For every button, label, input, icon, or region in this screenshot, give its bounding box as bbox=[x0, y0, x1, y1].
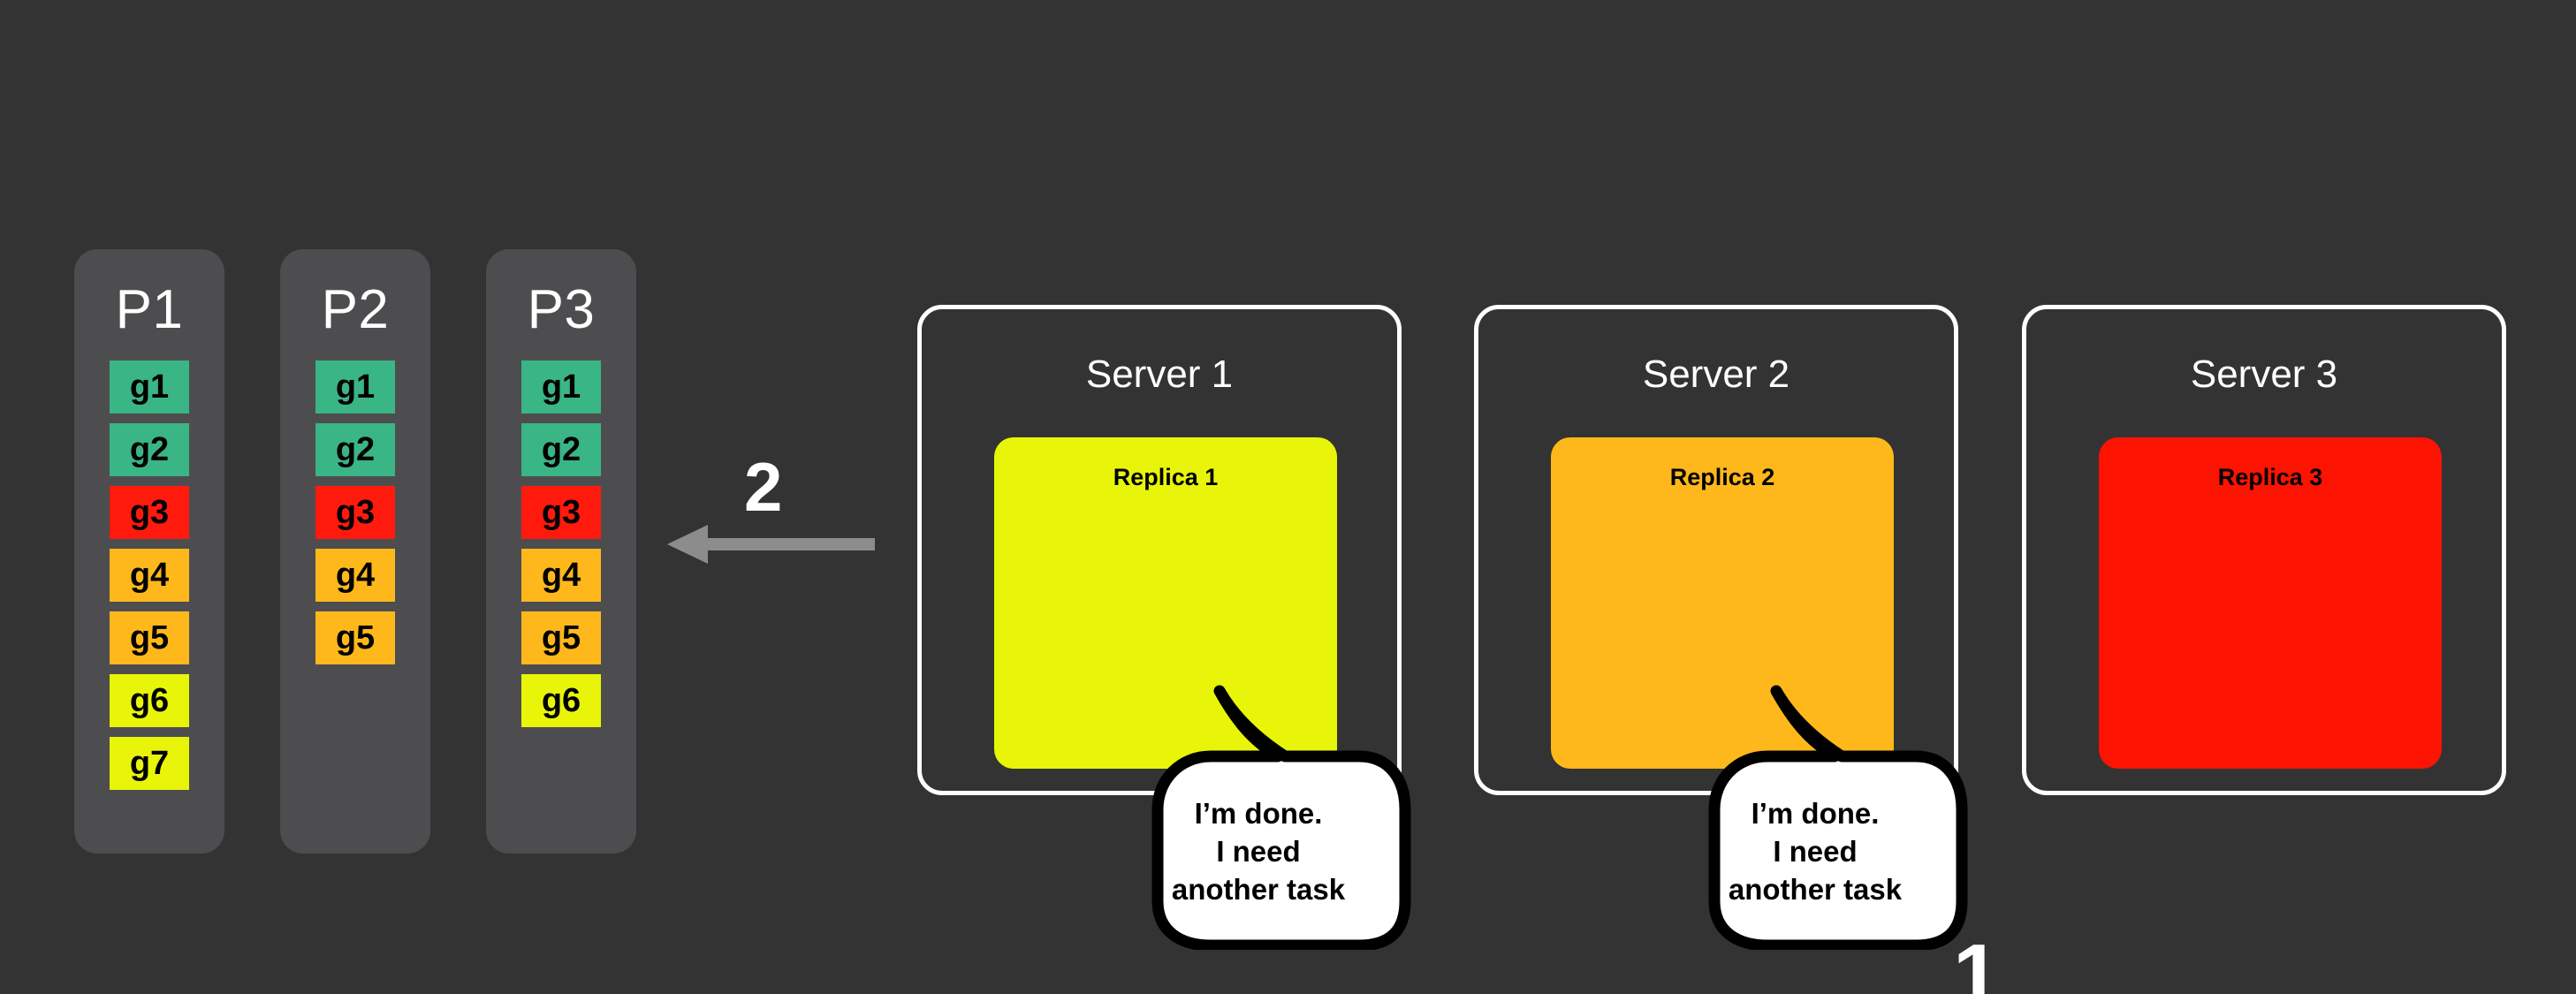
task-block[interactable]: g1 bbox=[110, 360, 189, 414]
partition-p3[interactable]: P3 g1 g2 g3 g4 g5 g6 bbox=[486, 249, 636, 854]
arrow-left-icon bbox=[667, 525, 875, 564]
partition-p2-task-list: g1 g2 g3 g4 g5 bbox=[280, 360, 430, 664]
server-2-title: Server 2 bbox=[1642, 353, 1790, 396]
task-block[interactable]: g1 bbox=[521, 360, 601, 414]
server-3-title: Server 3 bbox=[2190, 353, 2338, 396]
partition-p2-title: P2 bbox=[321, 279, 390, 340]
task-block[interactable]: g6 bbox=[110, 674, 189, 727]
server-2-speech-bubble[interactable]: I’m done. I need another task bbox=[1661, 680, 1969, 950]
task-block[interactable]: g2 bbox=[521, 423, 601, 476]
task-block[interactable]: g5 bbox=[521, 611, 601, 664]
partition-p3-title: P3 bbox=[527, 279, 596, 340]
task-block[interactable]: g3 bbox=[315, 486, 395, 539]
step-number-1: 1 bbox=[1953, 927, 2001, 994]
task-block[interactable]: g3 bbox=[521, 486, 601, 539]
replica-2-label: Replica 2 bbox=[1669, 464, 1775, 490]
server-2-bubble-text: I’m done. I need another task bbox=[1728, 797, 1903, 906]
partition-p1-task-list: g1 g2 g3 g4 g5 g6 g7 bbox=[74, 360, 224, 790]
task-block[interactable]: g3 bbox=[110, 486, 189, 539]
server-1-speech-bubble[interactable]: I’m done. I need another task bbox=[1105, 680, 1412, 950]
server-1-bubble-text: I’m done. I need another task bbox=[1171, 797, 1346, 906]
server-1-box[interactable]: Server 1 Replica 1 bbox=[917, 305, 1402, 795]
replica-3-box[interactable]: Replica 3 bbox=[2099, 437, 2442, 769]
replica-1-box[interactable]: Replica 1 bbox=[994, 437, 1337, 769]
task-block[interactable]: g4 bbox=[521, 549, 601, 602]
task-block[interactable]: g5 bbox=[110, 611, 189, 664]
server-3-box[interactable]: Server 3 Replica 3 bbox=[2022, 305, 2506, 795]
replica-3-label: Replica 3 bbox=[2217, 464, 2323, 490]
task-block[interactable]: g6 bbox=[521, 674, 601, 727]
server-1-title: Server 1 bbox=[1085, 353, 1234, 396]
partition-p1-title: P1 bbox=[115, 279, 184, 340]
partition-p1[interactable]: P1 g1 g2 g3 g4 g5 g6 g7 bbox=[74, 249, 224, 854]
task-block[interactable]: g7 bbox=[110, 737, 189, 790]
task-block[interactable]: g2 bbox=[110, 423, 189, 476]
task-block[interactable]: g4 bbox=[315, 549, 395, 602]
step-number-2: 2 bbox=[744, 448, 783, 526]
partition-p2[interactable]: P2 g1 g2 g3 g4 g5 bbox=[280, 249, 430, 854]
task-block[interactable]: g1 bbox=[315, 360, 395, 414]
task-block[interactable]: g4 bbox=[110, 549, 189, 602]
replica-1-label: Replica 1 bbox=[1113, 464, 1219, 490]
task-block[interactable]: g2 bbox=[315, 423, 395, 476]
partition-p3-task-list: g1 g2 g3 g4 g5 g6 bbox=[486, 360, 636, 727]
task-block[interactable]: g5 bbox=[315, 611, 395, 664]
replica-2-box[interactable]: Replica 2 bbox=[1551, 437, 1894, 769]
